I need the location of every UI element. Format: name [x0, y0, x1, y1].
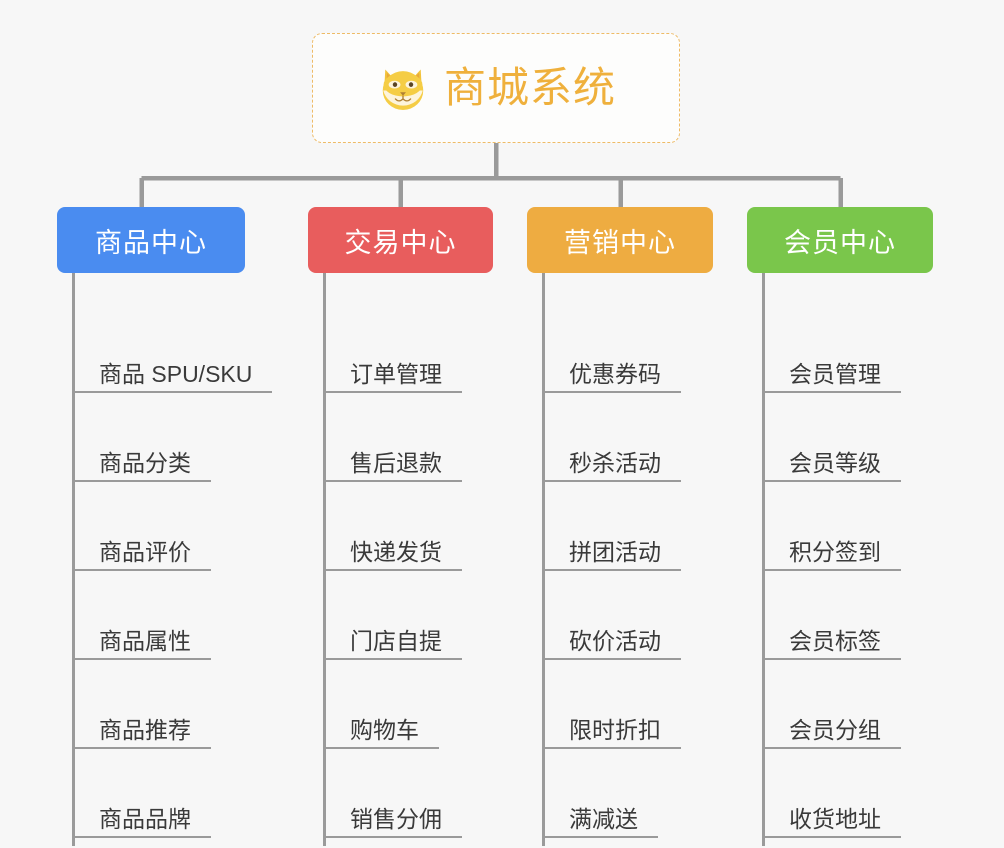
- branch-column-1: 商品中心 商品 SPU/SKU 商品分类 商品评价 商品属性 商品推荐 商品品牌: [57, 207, 273, 846]
- leaf-label: 满减送: [543, 807, 658, 838]
- leaf-label: 拼团活动: [543, 540, 681, 571]
- leaf-item[interactable]: 商品属性: [73, 571, 245, 660]
- leaf-item[interactable]: 会员分组: [763, 660, 933, 749]
- leaf-label: 积分签到: [763, 540, 901, 571]
- leaf-label: 收货地址: [763, 807, 901, 838]
- category-header-4[interactable]: 会员中心: [747, 207, 933, 273]
- branch-trunk-4: [762, 273, 765, 846]
- leaf-label: 门店自提: [324, 629, 462, 660]
- leaf-item[interactable]: 拼团活动: [543, 482, 713, 571]
- leaf-label: 快递发货: [324, 540, 462, 571]
- leaf-label: 优惠券码: [543, 362, 681, 393]
- leaf-label: 商品属性: [73, 629, 211, 660]
- leaf-list-2: 订单管理 售后退款 快递发货 门店自提 购物车 销售分佣: [308, 304, 493, 838]
- leaf-item[interactable]: 商品推荐: [73, 660, 245, 749]
- leaf-label: 会员等级: [763, 451, 901, 482]
- branch-column-4: 会员中心 会员管理 会员等级 积分签到 会员标签 会员分组 收货地址: [747, 207, 933, 846]
- branch-column-2: 交易中心 订单管理 售后退款 快递发货 门店自提 购物车 销售分佣: [308, 207, 493, 846]
- leaf-item[interactable]: 满减送: [543, 749, 713, 838]
- branch-trunk-1: [72, 273, 75, 846]
- branch-trunk-2: [323, 273, 326, 846]
- leaf-item[interactable]: 售后退款: [324, 393, 493, 482]
- leaf-label: 商品分类: [73, 451, 211, 482]
- leaf-label: 会员管理: [763, 362, 901, 393]
- leaf-item[interactable]: 商品评价: [73, 482, 245, 571]
- category-header-2[interactable]: 交易中心: [308, 207, 493, 273]
- leaf-item[interactable]: 优惠券码: [543, 304, 713, 393]
- leaf-item[interactable]: 会员标签: [763, 571, 933, 660]
- leaf-label: 订单管理: [324, 362, 462, 393]
- leaf-label: 砍价活动: [543, 629, 681, 660]
- leaf-label: 商品品牌: [73, 807, 211, 838]
- leaf-label: 限时折扣: [543, 718, 681, 749]
- leaf-item[interactable]: 门店自提: [324, 571, 493, 660]
- leaf-item[interactable]: 砍价活动: [543, 571, 713, 660]
- root-title: 商城系统: [443, 64, 616, 111]
- leaf-item[interactable]: 积分签到: [763, 482, 933, 571]
- leaf-label: 购物车: [324, 718, 439, 749]
- leaf-item[interactable]: 购物车: [324, 660, 493, 749]
- leaf-label: 销售分佣: [324, 807, 462, 838]
- leaf-label: 商品评价: [73, 540, 211, 571]
- root-node[interactable]: 商城系统: [312, 33, 680, 143]
- leaf-list-3: 优惠券码 秒杀活动 拼团活动 砍价活动 限时折扣 满减送: [527, 304, 713, 838]
- leaf-item[interactable]: 销售分佣: [324, 749, 493, 838]
- shiba-dog-face-icon: [376, 61, 430, 115]
- leaf-item[interactable]: 商品品牌: [73, 749, 245, 838]
- leaf-item[interactable]: 限时折扣: [543, 660, 713, 749]
- leaf-item[interactable]: 快递发货: [324, 482, 493, 571]
- branch-column-3: 营销中心 优惠券码 秒杀活动 拼团活动 砍价活动 限时折扣 满减送: [527, 207, 713, 846]
- leaf-item[interactable]: 会员等级: [763, 393, 933, 482]
- leaf-label: 商品推荐: [73, 718, 211, 749]
- leaf-label: 会员分组: [763, 718, 901, 749]
- leaf-list-4: 会员管理 会员等级 积分签到 会员标签 会员分组 收货地址: [747, 304, 933, 838]
- leaf-item[interactable]: 商品 SPU/SKU: [73, 304, 273, 393]
- category-header-3[interactable]: 营销中心: [527, 207, 713, 273]
- branch-trunk-3: [542, 273, 545, 846]
- category-header-1[interactable]: 商品中心: [57, 207, 245, 273]
- leaf-list-1: 商品 SPU/SKU 商品分类 商品评价 商品属性 商品推荐 商品品牌: [57, 304, 273, 838]
- leaf-item[interactable]: 商品分类: [73, 393, 245, 482]
- leaf-item[interactable]: 会员管理: [763, 304, 933, 393]
- leaf-item[interactable]: 订单管理: [324, 304, 493, 393]
- leaf-label: 会员标签: [763, 629, 901, 660]
- leaf-item[interactable]: 秒杀活动: [543, 393, 713, 482]
- leaf-label: 商品 SPU/SKU: [73, 362, 273, 393]
- leaf-label: 秒杀活动: [543, 451, 681, 482]
- leaf-label: 售后退款: [324, 451, 462, 482]
- leaf-item[interactable]: 收货地址: [763, 749, 933, 838]
